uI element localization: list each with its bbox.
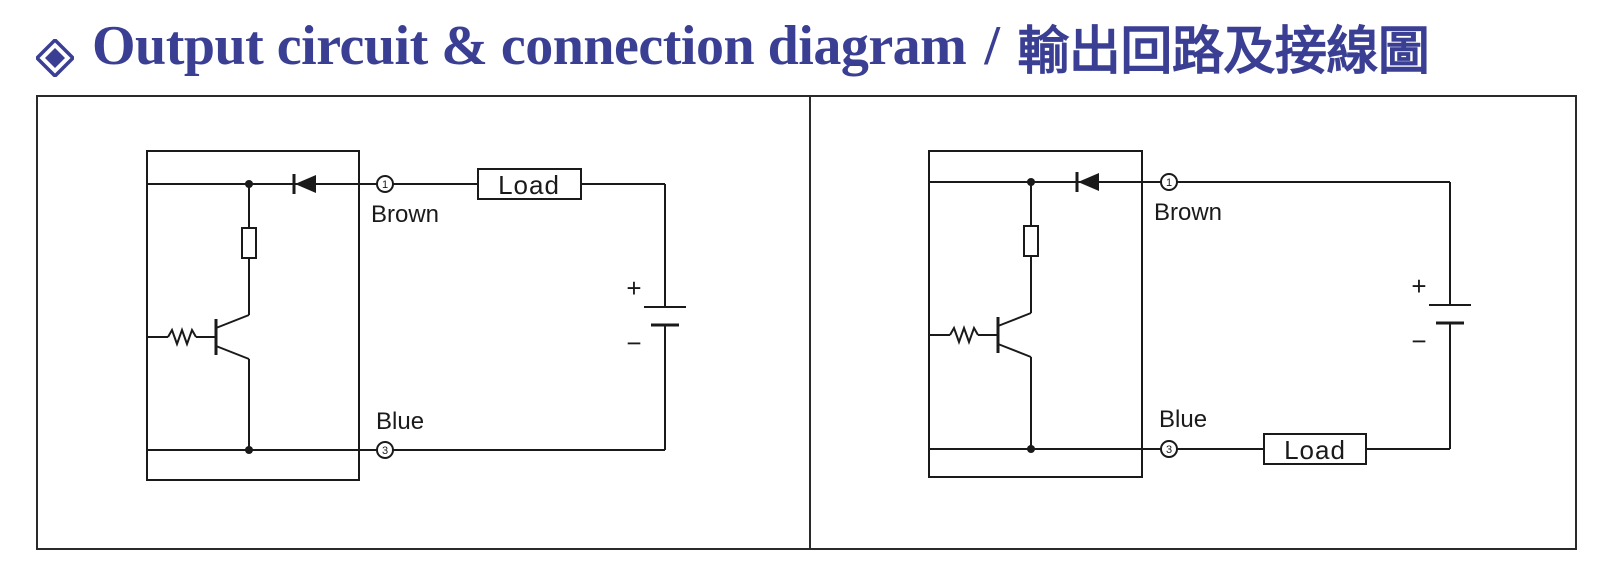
terminal-1-icon xyxy=(376,175,394,193)
resistor-icon xyxy=(241,227,257,259)
battery-plus-label: + xyxy=(1411,271,1426,301)
battery-plus-label: + xyxy=(626,273,641,303)
diamond-bullet-icon xyxy=(34,27,76,79)
junction-dot xyxy=(245,180,253,188)
load-label: Load xyxy=(498,170,560,200)
page-title: Output circuit & connection diagram / 輸出… xyxy=(34,6,1430,86)
load-box xyxy=(1263,433,1367,465)
terminal-1-icon xyxy=(1160,173,1178,191)
battery-minus-label: − xyxy=(626,328,641,358)
battery-minus-label: − xyxy=(1411,326,1426,356)
terminal-3-icon xyxy=(376,441,394,459)
terminal-3-icon xyxy=(1160,440,1178,458)
circuit-diagram-left: 1 3 Brown Blue Load + − xyxy=(146,150,686,481)
junction-dot xyxy=(1027,178,1035,186)
base-resistor-icon xyxy=(949,325,979,345)
terminal-1-label: 1 xyxy=(1166,177,1172,189)
diode-icon xyxy=(292,174,316,194)
wire-brown-label: Brown xyxy=(371,201,439,228)
diode-icon xyxy=(1075,172,1099,192)
resistor-icon xyxy=(1023,225,1039,257)
junction-dot xyxy=(245,446,253,454)
sensor-box xyxy=(928,150,1143,478)
title-separator: / xyxy=(984,15,1000,77)
title-chinese: 輸出回路及接線圖 xyxy=(1017,21,1430,82)
sensor-box xyxy=(146,150,360,481)
terminal-3-label: 3 xyxy=(1166,444,1172,456)
wire-brown-label: Brown xyxy=(1154,199,1222,226)
base-resistor-icon xyxy=(167,327,197,347)
diagram-frame xyxy=(36,95,1577,550)
panel-divider xyxy=(809,95,811,550)
wire-blue-label: Blue xyxy=(376,408,424,435)
title-english: Output circuit & connection diagram xyxy=(92,15,967,77)
wire-blue-label: Blue xyxy=(1159,406,1207,433)
junction-dot xyxy=(1027,445,1035,453)
circuit-diagram-right: 1 3 Brown Blue Load + − xyxy=(928,150,1471,478)
terminal-3-label: 3 xyxy=(382,445,388,457)
terminal-1-label: 1 xyxy=(382,179,388,191)
load-label: Load xyxy=(1284,435,1346,465)
load-box xyxy=(477,168,582,200)
